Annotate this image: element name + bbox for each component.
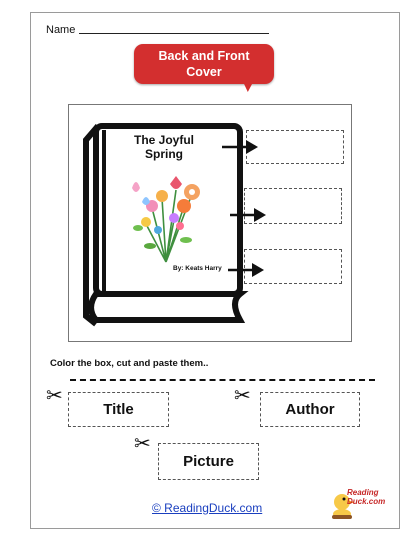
book-author: By: Keats Harry (173, 265, 222, 272)
book-illustration (83, 123, 249, 327)
name-underline (79, 32, 270, 34)
banner-line-2: Cover (186, 65, 222, 79)
book-title-line-2: Spring (145, 147, 183, 161)
logo-line-2: Duck.com (347, 497, 386, 506)
title-banner: Back and Front Cover (134, 44, 274, 84)
scissors-icon: ✂ (234, 385, 251, 407)
cutout-title[interactable]: Title (68, 392, 169, 427)
instruction-text: Color the box, cut and paste them.. (50, 358, 209, 369)
scissors-icon: ✂ (134, 433, 151, 455)
book-title-line-1: The Joyful (133, 133, 194, 147)
banner-line-1: Back and Front (158, 49, 250, 63)
arrow-right-icon (222, 140, 258, 154)
arrow-right-icon (230, 208, 266, 222)
scissors-icon: ✂ (46, 385, 63, 407)
readingduck-link[interactable]: © ReadingDuck.com (152, 501, 263, 515)
label-box-author[interactable] (244, 249, 342, 284)
book-title: The Joyful Spring (123, 133, 205, 161)
logo-wordmark: Reading Duck.com (347, 488, 385, 506)
book-diagram-frame (68, 104, 352, 342)
flower-bouquet (132, 176, 200, 263)
cut-line (70, 379, 375, 381)
logo-line-1: Reading (347, 488, 379, 497)
label-box-title[interactable] (246, 130, 344, 164)
cutout-picture[interactable]: Picture (158, 443, 259, 480)
arrow-right-icon (228, 263, 264, 277)
name-field[interactable]: Name (46, 24, 270, 36)
label-box-picture[interactable] (244, 188, 342, 224)
cutout-author[interactable]: Author (260, 392, 360, 427)
name-label: Name (46, 24, 76, 36)
duck-logo-icon (332, 494, 355, 519)
